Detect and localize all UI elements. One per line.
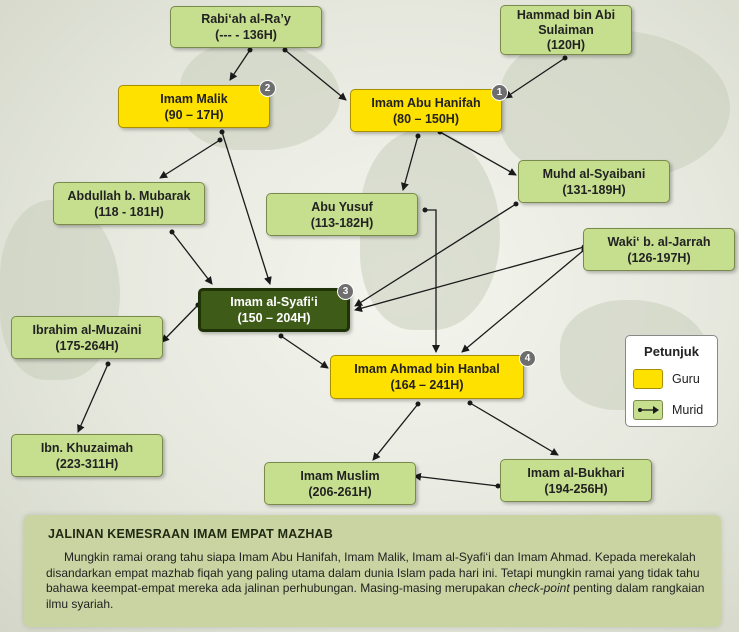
node-muzaini: Ibrahim al-Muzaini (175-264H) — [11, 316, 163, 359]
node-name: Waki‘ b. al-Jarrah — [607, 234, 711, 249]
link-origin-dot — [495, 483, 501, 489]
link-hanbal-bukhari — [469, 402, 559, 456]
link-origin-dot — [105, 361, 111, 367]
node-syaibani: Muhd al-Syaibani (131-189H) — [518, 160, 670, 203]
node-years: (113-182H) — [310, 215, 374, 230]
link-origin-dot — [467, 400, 473, 406]
node-years: (120H) — [546, 37, 586, 52]
node-years: (80 – 150H) — [392, 111, 459, 126]
info-paragraph: Mungkin ramai orang tahu siapa Imam Abu … — [46, 550, 708, 612]
link-mubarak-syafii — [171, 231, 213, 285]
link-origin-dot — [562, 55, 568, 61]
legend-student-swatch — [633, 400, 663, 420]
info-panel: JALINAN KEMESRAAN IMAM EMPAT MAZHAB Mung… — [24, 515, 721, 627]
node-years: (223-311H) — [55, 456, 119, 471]
node-name: Imam al-Syafi‘i — [230, 295, 318, 309]
link-origin-dot — [219, 129, 225, 135]
node-name: Imam Muslim — [300, 468, 380, 483]
link-syafii-muzaini — [161, 304, 199, 343]
node-mubarak: Abdullah b. Mubarak (118 - 181H) — [53, 182, 205, 225]
node-name: Imam Abu Hanifah — [371, 95, 481, 110]
node-name: Imam al-Bukhari — [527, 465, 625, 480]
node-years: (131-189H) — [562, 182, 626, 197]
node-name: Ibn. Khuzaimah — [40, 440, 134, 455]
link-origin-dot — [513, 201, 519, 207]
link-rabiah-malik — [229, 49, 251, 81]
node-years: (194-256H) — [544, 481, 608, 496]
node-name: Muhd al-Syaibani — [542, 166, 646, 181]
node-years: (118 - 181H) — [94, 204, 164, 219]
info-text-emphasis: check-point — [508, 581, 570, 595]
node-hanifah: Imam Abu Hanifah (80 – 150H) — [350, 89, 502, 132]
node-name: Imam Ahmad bin Hanbal — [354, 362, 500, 376]
node-yusuf: Abu Yusuf (113-182H) — [266, 193, 418, 236]
link-rabiah-hanifah — [284, 49, 347, 101]
node-name: Rabi‘ah al-Ra’y — [201, 12, 291, 26]
number-badge-3: 3 — [337, 283, 354, 300]
node-syafii: Imam al-Syafi‘i (150 – 204H) — [198, 288, 350, 332]
link-origin-dot — [422, 207, 428, 213]
node-name: Abdullah b. Mubarak — [67, 188, 191, 203]
link-origin-dot — [282, 47, 288, 53]
node-hammad: Hammad bin Abi Sulaiman (120H) — [500, 5, 632, 55]
link-origin-dot — [217, 137, 223, 143]
node-name: Abu Yusuf — [311, 199, 373, 214]
link-bukhari-muslim — [413, 472, 499, 487]
link-syafii-hanbal — [280, 335, 329, 369]
node-name: Hammad bin Abi Sulaiman — [516, 7, 616, 37]
info-title: JALINAN KEMESRAAN IMAM EMPAT MAZHAB — [48, 527, 333, 541]
legend-teacher-label: Guru — [672, 372, 700, 386]
node-years: (164 – 241H) — [390, 378, 464, 392]
node-rabiah: Rabi‘ah al-Ra’y (--- - 136H) — [170, 6, 322, 48]
link-muzaini-khuzaimah — [77, 363, 109, 433]
link-origin-dot — [415, 401, 421, 407]
link-hammad-hanifah — [504, 57, 566, 99]
link-waki-hanbal — [461, 249, 585, 353]
node-name: Ibrahim al-Muzaini — [32, 322, 142, 337]
link-malik-mubarak — [159, 139, 221, 179]
link-malik-syafii — [221, 131, 272, 285]
node-name: Imam Malik — [160, 91, 228, 106]
node-years: (90 – 17H) — [164, 107, 224, 122]
info-text-main: Mungkin ramai orang tahu siapa Imam Abu … — [46, 550, 700, 595]
link-yusuf-hanbal — [425, 209, 440, 353]
link-origin-dot — [169, 229, 175, 235]
node-years: (150 – 204H) — [237, 311, 311, 325]
legend-teacher-swatch — [633, 369, 663, 389]
link-origin-dot — [415, 133, 421, 139]
node-muslim: Imam Muslim (206-261H) — [264, 462, 416, 505]
legend-student-label: Murid — [672, 403, 704, 417]
legend-box: Petunjuk Guru Murid — [625, 335, 718, 427]
info-text-end: penting dalam rangkaian ilmu syariah. — [46, 581, 705, 611]
link-waki-syafii — [354, 246, 585, 312]
link-origin-dot — [278, 333, 284, 339]
link-hanifah-syaibani — [439, 131, 517, 176]
node-years: (126-197H) — [627, 250, 691, 265]
node-hanbal: Imam Ahmad bin Hanbal (164 – 241H) — [330, 355, 524, 399]
link-origin-dot — [247, 47, 253, 53]
node-bukhari: Imam al-Bukhari (194-256H) — [500, 459, 652, 502]
node-khuzaimah: Ibn. Khuzaimah (223-311H) — [11, 434, 163, 477]
node-years: (--- - 136H) — [215, 28, 277, 42]
node-years: (175-264H) — [55, 338, 119, 353]
arrow-icon — [638, 406, 659, 414]
number-badge-1: 1 — [491, 84, 508, 101]
map-landmass-3 — [500, 30, 730, 180]
link-hanifah-yusuf — [401, 135, 419, 191]
node-waki: Waki‘ b. al-Jarrah (126-197H) — [583, 228, 735, 271]
legend-title: Petunjuk — [644, 344, 699, 359]
link-hanbal-muslim — [372, 403, 419, 461]
node-malik: Imam Malik (90 – 17H) — [118, 85, 270, 128]
number-badge-2: 2 — [259, 80, 276, 97]
node-years: (206-261H) — [308, 484, 372, 499]
number-badge-4: 4 — [519, 350, 536, 367]
